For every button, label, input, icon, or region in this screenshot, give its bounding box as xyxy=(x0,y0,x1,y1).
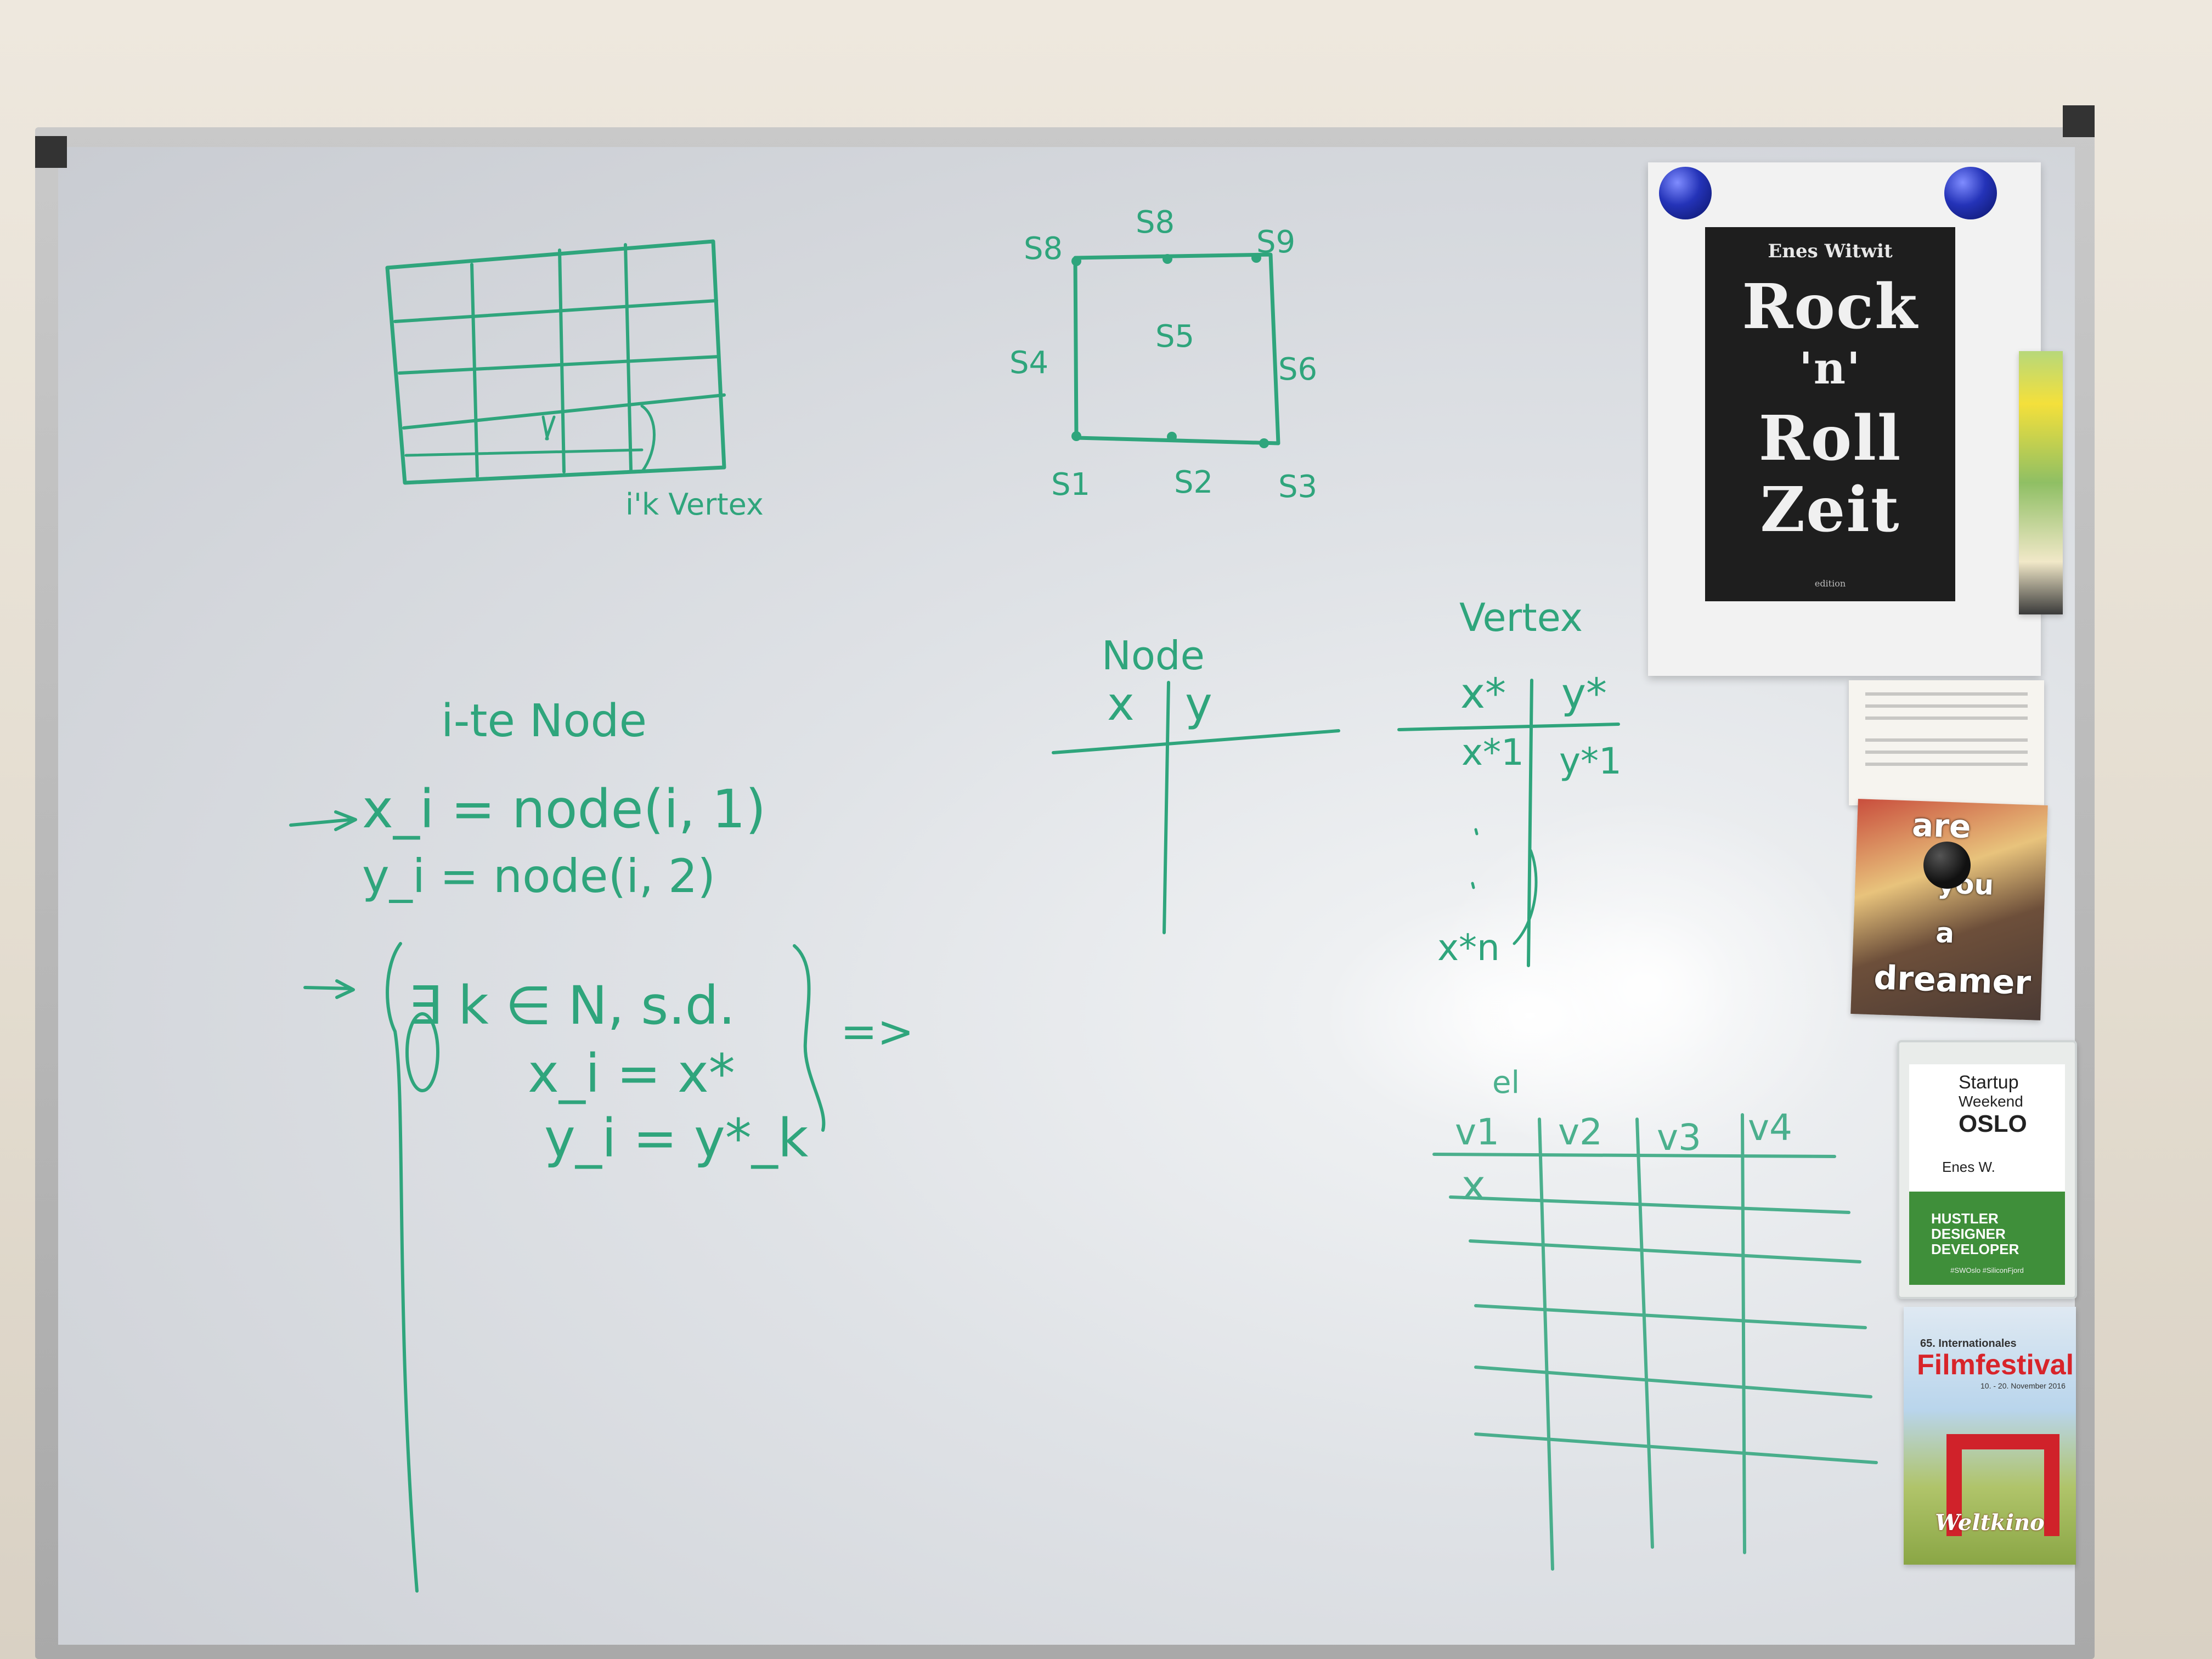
magnet-left xyxy=(1659,167,1712,219)
square-label-bottom-right: S3 xyxy=(1278,469,1317,505)
exists-statement: ∃ k ∈ N, s.d. xyxy=(408,975,735,1036)
partial-flyer xyxy=(2019,351,2063,614)
dreamer-word-1: are xyxy=(1911,806,1972,846)
vertex-rowN-x: x*n xyxy=(1437,927,1500,969)
badge-hashtags: #SWOslo #SiliconFjord xyxy=(1950,1266,2024,1274)
poster-author: Enes Witwit xyxy=(1768,240,1893,262)
square-label-top-left: S8 xyxy=(1024,231,1063,267)
node-col-y: y xyxy=(1185,677,1212,731)
equation-x: x_i = node(i, 1) xyxy=(362,778,766,840)
event-card xyxy=(1849,680,2044,805)
badge-role-2: DESIGNER xyxy=(1931,1226,2006,1242)
square-sketch: S8 S8 S9 S4 S5 S6 S1 S2 S3 xyxy=(1009,205,1317,505)
film-title: Filmfestival xyxy=(1917,1349,2074,1381)
film-brand: Weltkino xyxy=(1935,1510,2045,1536)
square-label-bottom-left: S1 xyxy=(1051,467,1090,503)
implies-arrow: => xyxy=(840,1006,914,1057)
el-col-1: v1 xyxy=(1455,1111,1499,1153)
name-badge: Startup Weekend OSLO Enes W. HUSTLER DES… xyxy=(1897,1040,2077,1299)
node-table: Node x y xyxy=(1052,633,1340,934)
dreamer-flyer: are you a dreamer xyxy=(1850,799,2048,1020)
poster-title-line-4: Zeit xyxy=(1760,474,1900,546)
exists-y: y_i = y*_k xyxy=(544,1108,809,1169)
exists-x: x_i = x* xyxy=(528,1043,735,1104)
film-dates: 10. - 20. November 2016 xyxy=(1980,1381,2066,1390)
el-label: el xyxy=(1492,1065,1520,1101)
frame-corner-tl xyxy=(35,136,67,168)
film-festival-flyer: 65. Internationales Filmfestival 10. - 2… xyxy=(1904,1307,2076,1565)
el-col-4: v4 xyxy=(1748,1107,1792,1149)
magnet-black xyxy=(1923,842,1971,889)
vertex-row1-y: y*1 xyxy=(1559,740,1622,782)
square-label-top-mid: S8 xyxy=(1136,205,1175,240)
node-table-title: Node xyxy=(1102,633,1205,679)
square-label-bottom-mid: S2 xyxy=(1174,465,1213,500)
badge-name: Enes W. xyxy=(1942,1159,1995,1175)
vertex-row1-x: x*1 xyxy=(1462,731,1524,774)
book-poster: Enes Witwit Rock 'n' Roll Zeit edition xyxy=(1648,162,2041,676)
grid-sketch: i'k Vertex xyxy=(385,239,764,522)
poster-edition: edition xyxy=(1814,578,1846,589)
vertex-table-title: Vertex xyxy=(1459,595,1583,640)
el-col-3: v3 xyxy=(1657,1116,1701,1159)
red-gate xyxy=(1946,1434,2059,1536)
poster-cover: Enes Witwit Rock 'n' Roll Zeit edition xyxy=(1705,227,1955,601)
node-col-x: x xyxy=(1107,677,1135,731)
vertex-col-y: y* xyxy=(1561,669,1607,718)
dreamer-word-4: dreamer xyxy=(1873,958,2032,1003)
badge-line-2: Weekend xyxy=(1959,1093,2023,1110)
film-edition: 65. Internationales xyxy=(1920,1338,2017,1350)
poster-title-line-2: 'n' xyxy=(1799,342,1861,394)
el-row-label: x xyxy=(1462,1162,1486,1209)
grid-label: i'k Vertex xyxy=(625,487,764,522)
poster-title-line-3: Roll xyxy=(1758,403,1902,475)
square-label-center: S5 xyxy=(1155,319,1194,354)
frame-corner-tr xyxy=(2063,105,2095,137)
vertex-col-x: x* xyxy=(1460,669,1506,718)
badge-line-3: OSLO xyxy=(1959,1110,2027,1137)
vertex-table: Vertex x* y* x*1 y*1 x*n xyxy=(1397,595,1622,969)
node-definitions: i-te Node x_i = node(i, 1) y_i = node(i,… xyxy=(289,695,914,1593)
el-col-2: v2 xyxy=(1558,1111,1602,1153)
element-table: el v1 v2 v3 v4 x xyxy=(1432,1065,1878,1571)
square-label-left: S4 xyxy=(1009,345,1048,381)
badge-role-1: HUSTLER xyxy=(1931,1210,1999,1227)
badge-line-1: Startup xyxy=(1959,1072,2019,1093)
light-glare xyxy=(1426,795,1865,1180)
poster-title-line-1: Rock xyxy=(1742,271,1918,343)
magnet-right xyxy=(1944,167,1997,219)
square-label-right: S6 xyxy=(1278,352,1317,387)
dreamer-word-3: a xyxy=(1935,917,1955,950)
equation-y: y_i = node(i, 2) xyxy=(362,849,715,903)
badge-role-3: DEVELOPER xyxy=(1931,1241,2019,1257)
square-label-top-right: S9 xyxy=(1256,224,1295,260)
node-heading: i-te Node xyxy=(441,695,647,747)
